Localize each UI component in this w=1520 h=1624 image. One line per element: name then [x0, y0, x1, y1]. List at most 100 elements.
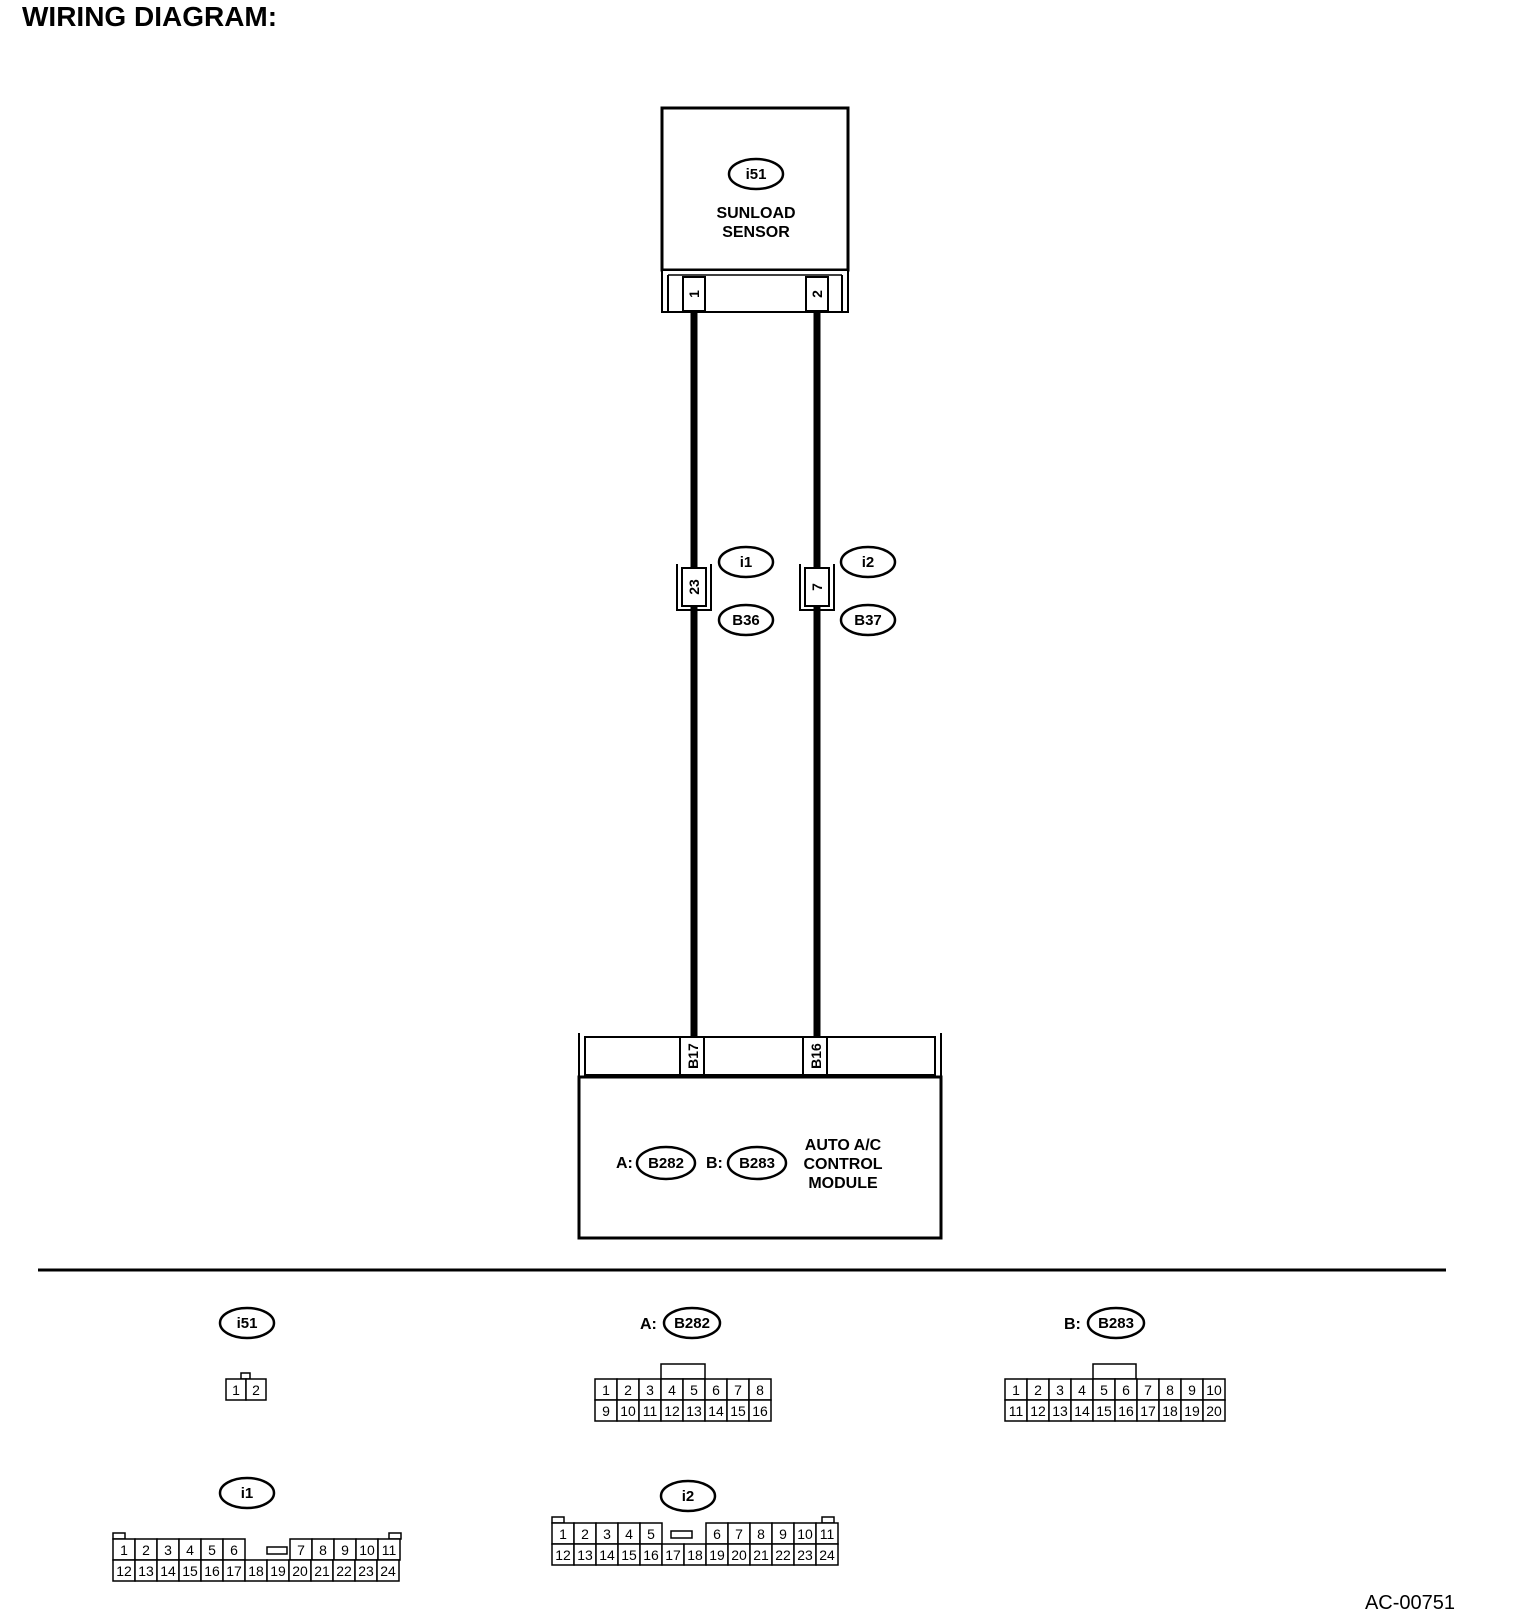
- svg-text:10: 10: [620, 1403, 636, 1419]
- cell: 16: [639, 1543, 663, 1566]
- connector-b283-face: 1 2 3 4 5 6 7 8 9 10 11 12 13 14 15 16 1…: [1004, 1363, 1226, 1422]
- module-pin-b17-label: B17: [685, 1043, 701, 1069]
- legend-i51-label: i51: [237, 1315, 258, 1332]
- cell: 1: [594, 1378, 618, 1401]
- svg-text:14: 14: [599, 1547, 615, 1563]
- cell: 23: [354, 1559, 378, 1582]
- cell: 20: [727, 1543, 751, 1566]
- svg-text:1: 1: [602, 1382, 610, 1398]
- svg-text:23: 23: [797, 1547, 813, 1563]
- svg-text:1: 1: [120, 1542, 128, 1558]
- cell: 20: [288, 1559, 312, 1582]
- cell: 11: [377, 1538, 401, 1561]
- svg-text:18: 18: [248, 1563, 264, 1579]
- junction-left: 23 i1 B36: [676, 545, 775, 637]
- svg-text:15: 15: [1096, 1403, 1112, 1419]
- junction-left-lower-id: B36: [732, 612, 760, 629]
- cell: 10: [355, 1538, 379, 1561]
- svg-text:22: 22: [336, 1563, 352, 1579]
- legend-b282-label: B282: [674, 1315, 710, 1332]
- svg-text:15: 15: [621, 1547, 637, 1563]
- svg-text:18: 18: [1162, 1403, 1178, 1419]
- svg-text:20: 20: [1206, 1403, 1222, 1419]
- cell: 10: [793, 1522, 817, 1545]
- svg-text:8: 8: [757, 1526, 765, 1542]
- cell: 19: [1180, 1399, 1204, 1422]
- cell: 18: [683, 1543, 707, 1566]
- svg-text:8: 8: [319, 1542, 327, 1558]
- junction-left-upper-id: i1: [740, 554, 753, 571]
- svg-text:10: 10: [359, 1542, 375, 1558]
- sensor-name-line2: SENSOR: [722, 224, 790, 241]
- cell: 14: [595, 1543, 619, 1566]
- cell: 11: [638, 1399, 662, 1422]
- connector-i2-face: 1 2 3 4 5 6 7 8 9 10 11 12 13 14 15 16 1…: [551, 1516, 839, 1566]
- cell: 15: [178, 1559, 202, 1582]
- junction-right: 7 i2 B37: [799, 545, 897, 637]
- svg-text:16: 16: [204, 1563, 220, 1579]
- svg-text:9: 9: [341, 1542, 349, 1558]
- cell: 3: [595, 1522, 619, 1545]
- module-name-line2: CONTROL: [803, 1156, 882, 1173]
- svg-text:7: 7: [735, 1526, 743, 1542]
- sensor-pin-1: [682, 276, 706, 312]
- junction-right-lower-id: B37: [854, 612, 882, 629]
- cell: 18: [244, 1559, 268, 1582]
- svg-text:21: 21: [753, 1547, 769, 1563]
- svg-text:11: 11: [1009, 1403, 1024, 1419]
- module-pin-b16: [802, 1036, 828, 1076]
- cell: 12: [112, 1559, 136, 1582]
- cell: 8: [311, 1538, 335, 1561]
- svg-text:21: 21: [314, 1563, 330, 1579]
- svg-text:11: 11: [382, 1542, 397, 1558]
- cell: 2: [245, 1378, 267, 1401]
- cell: 18: [1158, 1399, 1182, 1422]
- cell: 2: [1026, 1378, 1050, 1401]
- cell: 4: [617, 1522, 641, 1545]
- svg-text:2: 2: [581, 1526, 589, 1542]
- module-connector-b: B283: [739, 1155, 775, 1172]
- svg-text:1: 1: [232, 1382, 240, 1398]
- svg-text:19: 19: [709, 1547, 725, 1563]
- svg-text:15: 15: [182, 1563, 198, 1579]
- svg-text:7: 7: [734, 1382, 742, 1398]
- svg-text:22: 22: [775, 1547, 791, 1563]
- svg-text:24: 24: [380, 1563, 396, 1579]
- cell: 3: [156, 1538, 180, 1561]
- cell: 14: [1070, 1399, 1094, 1422]
- figure-code: AC-00751: [1365, 1592, 1455, 1614]
- junction-right-pin: 7: [809, 583, 825, 591]
- svg-text:16: 16: [752, 1403, 768, 1419]
- svg-text:5: 5: [1100, 1382, 1108, 1398]
- svg-text:9: 9: [1188, 1382, 1196, 1398]
- cell: 12: [1026, 1399, 1050, 1422]
- cell: 15: [726, 1399, 750, 1422]
- svg-text:6: 6: [712, 1382, 720, 1398]
- sensor-name-line1: SUNLOAD: [716, 205, 795, 222]
- cell: 21: [749, 1543, 773, 1566]
- svg-text:6: 6: [1122, 1382, 1130, 1398]
- cell: 2: [573, 1522, 597, 1545]
- svg-text:14: 14: [160, 1563, 176, 1579]
- cell: 21: [310, 1559, 334, 1582]
- svg-text:19: 19: [1184, 1403, 1200, 1419]
- junction-left-lower-badge: [717, 603, 775, 637]
- svg-text:2: 2: [1034, 1382, 1042, 1398]
- cell: 22: [771, 1543, 795, 1566]
- cell: 24: [376, 1559, 400, 1582]
- svg-text:13: 13: [686, 1403, 702, 1419]
- junction-right-lower-badge: [839, 603, 897, 637]
- cell: 6: [704, 1378, 728, 1401]
- cell: 6: [705, 1522, 729, 1545]
- svg-text:12: 12: [664, 1403, 680, 1419]
- svg-text:19: 19: [270, 1563, 286, 1579]
- svg-text:23: 23: [358, 1563, 374, 1579]
- legend-b283-badge: [1086, 1306, 1146, 1340]
- svg-text:12: 12: [1030, 1403, 1046, 1419]
- cell: 7: [727, 1522, 751, 1545]
- cell: 1: [112, 1538, 136, 1561]
- svg-text:3: 3: [1056, 1382, 1064, 1398]
- cell: 4: [1070, 1378, 1094, 1401]
- svg-text:20: 20: [731, 1547, 747, 1563]
- svg-text:7: 7: [297, 1542, 305, 1558]
